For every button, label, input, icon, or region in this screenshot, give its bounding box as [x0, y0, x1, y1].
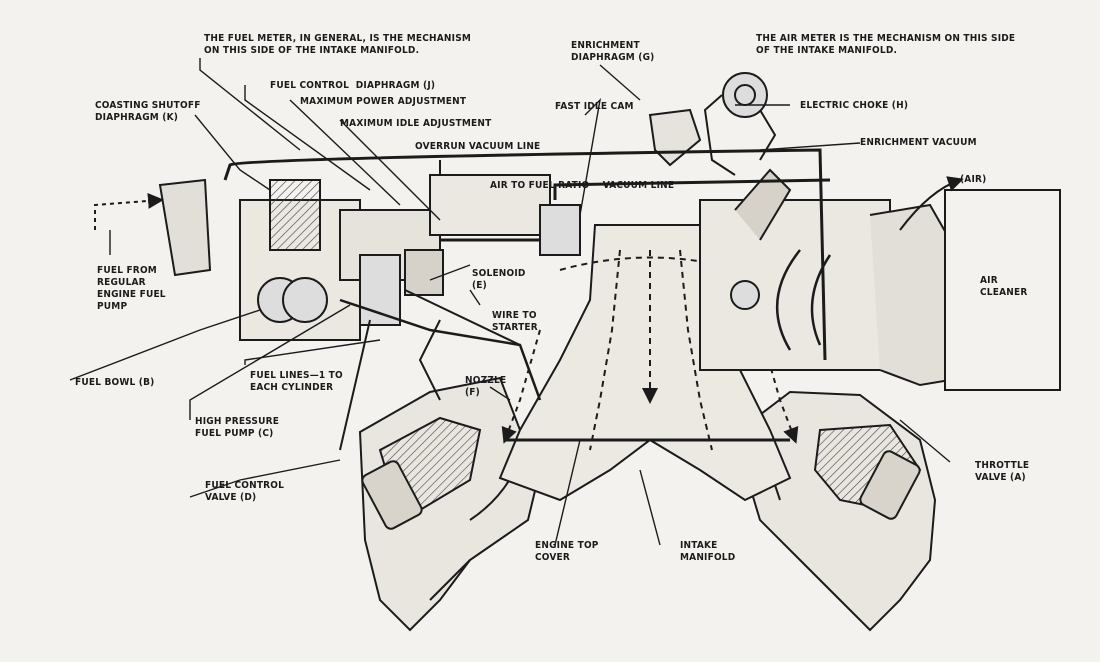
air-cleaner-label: AIR CLEANER [980, 275, 1028, 298]
air-meter-note: THE AIR METER IS THE MECHANISM ON THIS S… [756, 33, 1016, 56]
fuel-from-pump-label: FUEL FROM REGULAR ENGINE FUEL PUMP [97, 265, 166, 312]
solenoid-label: SOLENOID (E) [472, 268, 526, 291]
overrun-vacuum-line-label: OVERRUN VACUUM LINE [415, 141, 541, 152]
max-power-adjustment-label: MAXIMUM POWER ADJUSTMENT [300, 96, 467, 107]
coasting-shutoff-label: COASTING SHUTOFF DIAPHRAGM (K) [95, 100, 201, 123]
max-idle-adjustment-label: MAXIMUM IDLE ADJUSTMENT [340, 118, 492, 129]
fast-idle-cam [648, 108, 702, 167]
fuel-bowl-label: FUEL BOWL (B) [75, 377, 155, 388]
air-cleaner-box [944, 189, 1061, 391]
electric-choke-label: ELECTRIC CHOKE (H) [800, 100, 909, 111]
fuel-control-valve-label: FUEL CONTROL VALVE (D) [205, 480, 285, 503]
engine-top-cover-label: ENGINE TOP COVER [535, 540, 599, 563]
fuel-lines-label: FUEL LINES—1 TO EACH CYLINDER [250, 370, 343, 393]
wire-to-starter-label: WIRE TO STARTER [492, 310, 538, 333]
fast-idle-cam-label: FAST IDLE CAM [555, 101, 634, 112]
fuel-control-diaphragm-label: FUEL CONTROL DIAPHRAGM (J) [270, 80, 436, 91]
intake-manifold-label: INTAKE MANIFOLD [680, 540, 736, 563]
nozzle-label: NOZZLE (F) [465, 375, 507, 398]
high-pressure-pump-label: HIGH PRESSURE FUEL PUMP (C) [195, 416, 280, 439]
electric-choke-housing [722, 72, 768, 118]
throttle-valve-label: THROTTLE VALVE (A) [975, 460, 1030, 483]
air-to-fuel-ratio-label: AIR TO FUEL RATIO VACUUM LINE [490, 180, 675, 191]
throttle-body [699, 199, 891, 371]
enrichment-diaphragm-label: ENRICHMENT DIAPHRAGM (G) [571, 40, 655, 63]
fuel-meter-note: THE FUEL METER, IN GENERAL, IS THE MECHA… [204, 33, 472, 56]
air-label: (AIR) [960, 174, 987, 185]
enrichment-vacuum-label: ENRICHMENT VACUUM [860, 137, 977, 148]
